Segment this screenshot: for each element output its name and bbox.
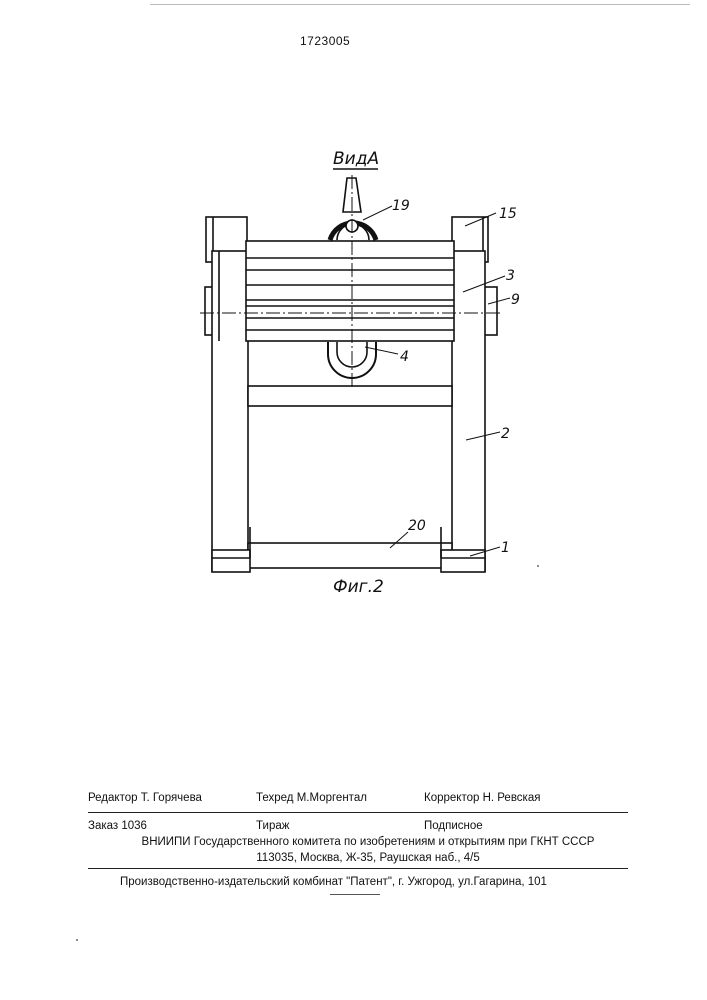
figure-caption: Фиг.2	[333, 577, 384, 597]
right-frame-post-2	[452, 251, 485, 571]
label-9: 9	[511, 292, 520, 308]
crossbar	[248, 386, 452, 406]
scan-speck	[537, 565, 539, 567]
printer-underline	[330, 894, 380, 895]
colophon-publication: Заказ 1036 Тираж Подписное ВНИИПИ Госуда…	[88, 818, 648, 866]
editor: Редактор Т. Горячева	[88, 790, 202, 806]
rule-1	[88, 812, 628, 813]
left-frame-post	[212, 251, 248, 571]
printer: Производственно-издательский комбинат "П…	[120, 876, 547, 888]
corrector: Корректор Н. Ревская	[424, 790, 540, 806]
bottom-beam-20	[248, 543, 452, 568]
address: 113035, Москва, Ж-35, Раушская наб., 4/5	[88, 850, 648, 866]
circulation: Тираж	[256, 818, 289, 834]
colophon: Редактор Т. Горячева Техред М.Моргентал …	[88, 790, 648, 810]
view-label: ВидА	[333, 149, 379, 169]
order-number: Заказ 1036	[88, 818, 147, 834]
roller-assembly-3	[246, 241, 454, 341]
label-2: 2	[501, 426, 510, 442]
label-20: 20	[408, 518, 426, 534]
staff-row: Редактор Т. Горячева Техред М.Моргентал …	[88, 790, 648, 810]
label-3: 3	[506, 268, 515, 284]
label-15: 15	[499, 206, 517, 222]
techred: Техред М.Моргентал	[256, 790, 367, 806]
subscription: Подписное	[424, 818, 483, 834]
right-flange-9	[484, 287, 497, 335]
left-foot	[212, 550, 250, 572]
rule-2	[88, 868, 628, 869]
label-19: 19	[392, 198, 410, 214]
scan-speck	[76, 939, 78, 941]
order-row: Заказ 1036 Тираж Подписное	[88, 818, 648, 834]
institute: ВНИИПИ Государственного комитета по изоб…	[88, 834, 648, 850]
label-1: 1	[501, 540, 510, 556]
label-4: 4	[400, 349, 409, 365]
